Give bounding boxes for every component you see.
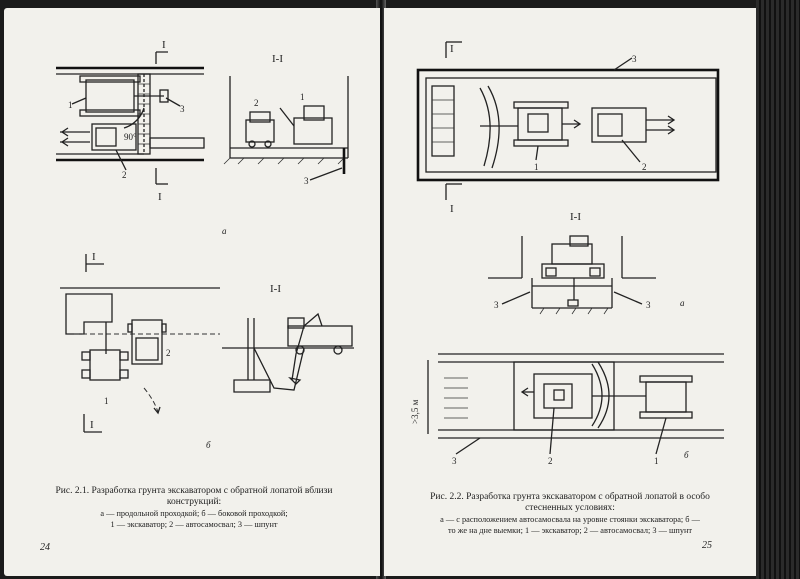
- caption-title-line1: Рис. 2.1. Разработка грунта экскаватором…: [55, 486, 333, 496]
- figure-2-1-a-section: I-I 2 1 3: [223, 53, 349, 186]
- variant-label-right-a: а: [680, 298, 685, 308]
- label-bottom-excavator: 1: [654, 456, 659, 466]
- label-top-pile: 3: [632, 54, 637, 64]
- left-page: I I 1 2 3 90° I-I 2: [4, 8, 380, 576]
- section-mark-right-bottom: I: [450, 203, 454, 215]
- label-section-pile-left: 3: [494, 300, 499, 310]
- label-section-pile-right: 3: [646, 300, 651, 310]
- caption2-legend-line2: то же на дне выемки; 1 — экскаватор; 2 —…: [447, 526, 693, 535]
- section-mark-top: I: [162, 39, 166, 51]
- page-number-right: 25: [702, 540, 712, 551]
- page-number-left: 24: [40, 542, 50, 553]
- label-section-excavator: 1: [300, 92, 305, 102]
- angle-label: 90°: [124, 132, 137, 142]
- label-truck: 2: [122, 170, 127, 180]
- section-view-label-right: I-I: [570, 211, 581, 223]
- label-bottom-truck: 2: [548, 456, 553, 466]
- label-b-truck: 2: [166, 348, 171, 358]
- label-b-excavator: 1: [104, 396, 109, 406]
- label-bottom-pile: 3: [452, 456, 457, 466]
- label-top-truck: 2: [642, 162, 647, 172]
- book-edge: [756, 0, 800, 579]
- caption2-title-line1: Рис. 2.2. Разработка грунта экскаватором…: [430, 492, 710, 502]
- figure-2-2: I I 3 1 2: [410, 41, 724, 466]
- figure-2-1-b-plan: I I 1 2: [60, 251, 220, 433]
- figure-2-1: I I 1 2 3 90° I-I 2: [56, 39, 354, 450]
- label-section-pile: 3: [304, 176, 309, 186]
- figure-2-2-plan-top: I I 3 1 2: [416, 41, 720, 215]
- caption-legend-line2: 1 — экскаватор; 2 — автосамосвал; 3 — шп…: [110, 520, 278, 529]
- figure-2-2-section: I-I 3 3 а: [488, 211, 685, 315]
- label-section-truck: 2: [254, 98, 259, 108]
- section-mark-b-top: I: [92, 251, 96, 263]
- caption-legend-line1: а — продольной проходкой; б — боковой пр…: [100, 509, 288, 518]
- variant-label-b: б: [206, 440, 211, 450]
- label-sheet-pile: 3: [180, 104, 185, 114]
- figure-caption-2-1: Рис. 2.1. Разработка грунта экскаватором…: [24, 486, 364, 530]
- section-mark-right-top: I: [450, 43, 454, 55]
- figure-2-1-a-plan: I I 1 2 3 90°: [56, 39, 205, 203]
- right-page: I I 3 1 2: [384, 8, 756, 576]
- figure-2-1-b-section: I-I: [222, 283, 354, 393]
- caption-title-line2: конструкций:: [166, 497, 222, 507]
- figure-2-2-plan-bottom: >3,5 м 1 2 3 б: [410, 353, 724, 466]
- section-mark-bottom: I: [158, 191, 162, 203]
- figure-caption-2-2: Рис. 2.2. Разработка грунта экскаватором…: [392, 492, 748, 536]
- section-view-label-a: I-I: [272, 53, 283, 65]
- section-mark-b-bottom: I: [90, 419, 94, 431]
- variant-label-right-b: б: [684, 450, 689, 460]
- variant-label-a: а: [222, 226, 227, 236]
- section-view-label-b: I-I: [270, 283, 281, 295]
- book-gutter: [376, 0, 386, 579]
- caption2-legend-line1: а — с расположением автосамосвала на уро…: [440, 515, 700, 524]
- caption2-title-line2: стесненных условиях:: [525, 503, 615, 513]
- dimension-label: >3,5 м: [410, 399, 420, 424]
- label-top-excavator: 1: [534, 162, 539, 172]
- label-excavator: 1: [68, 100, 73, 110]
